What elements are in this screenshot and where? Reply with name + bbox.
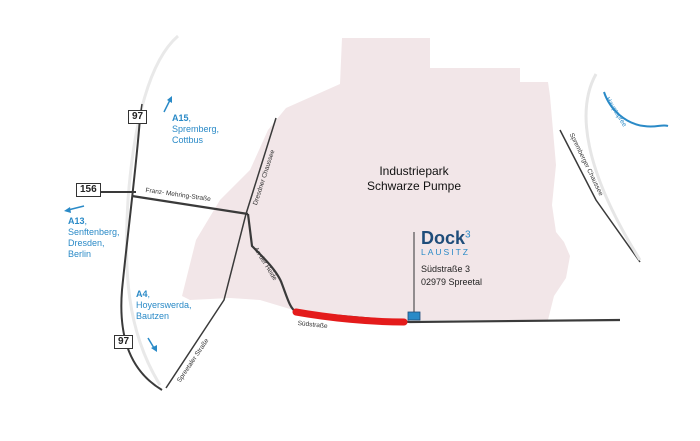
dresdner-chaussee-road [165,117,277,389]
dock-address: Südstraße 3 02979 Spreetal [421,263,482,289]
industrial-area-title: Industriepark Schwarze Pumpe [352,164,476,194]
arrow-a15-icon [163,96,172,113]
arrow-a13-icon [64,205,85,213]
dock-address-line1: Südstraße 3 [421,264,471,274]
spremberger-chaussee-road [559,129,641,263]
direction-a13-place-1: Senftenberg, [68,227,120,237]
dock-address-line2: 02979 Spreetal [421,277,483,287]
direction-a4-place-1: Hoyerswerda, [136,300,192,310]
hauptspree-river [603,91,669,128]
dock-logo-name: Dock [421,228,466,248]
direction-a13-place-3: Berlin [68,249,92,259]
east-curve-road [584,73,642,261]
dock-logo-superscript: 3 [465,229,471,241]
highway-97-shield-bottom: 97 [114,335,134,349]
direction-a13-road: A13 [68,216,85,226]
dock-logo-subtitle: LAUSITZ [421,247,470,257]
direction-a15-road: A15 [172,113,189,123]
franz-mehring-road [131,194,249,216]
dock-logo: Dock3 LAUSITZ [421,228,471,257]
direction-a15-place-1: Spremberg, [172,124,220,134]
direction-a15: A15, Spremberg, Cottbus [172,113,220,145]
industrial-area-title-line2: Schwarze Pumpe [366,179,462,193]
industrial-area [182,38,570,320]
highlighted-route [292,308,408,326]
direction-a13: A13, Senftenberg, Dresden, Berlin [68,216,120,259]
arrow-a4-icon [147,337,157,352]
dock-location-marker [407,311,421,321]
direction-a4-road: A4 [136,289,148,299]
direction-a4-place-2: Bautzen [136,311,170,321]
highway-97 [120,117,163,391]
outer-road [125,34,179,386]
industrial-area-title-line1: Industriepark [379,164,449,178]
direction-a13-place-2: Dresden, [68,238,105,248]
highway-156-shield: 156 [76,183,101,197]
direction-a4: A4, Hoyerswerda, Bautzen [136,289,192,321]
an-der-heide-road [246,213,297,313]
highway-97-shield-top: 97 [128,110,148,124]
direction-a15-place-2: Cottbus [172,135,204,145]
